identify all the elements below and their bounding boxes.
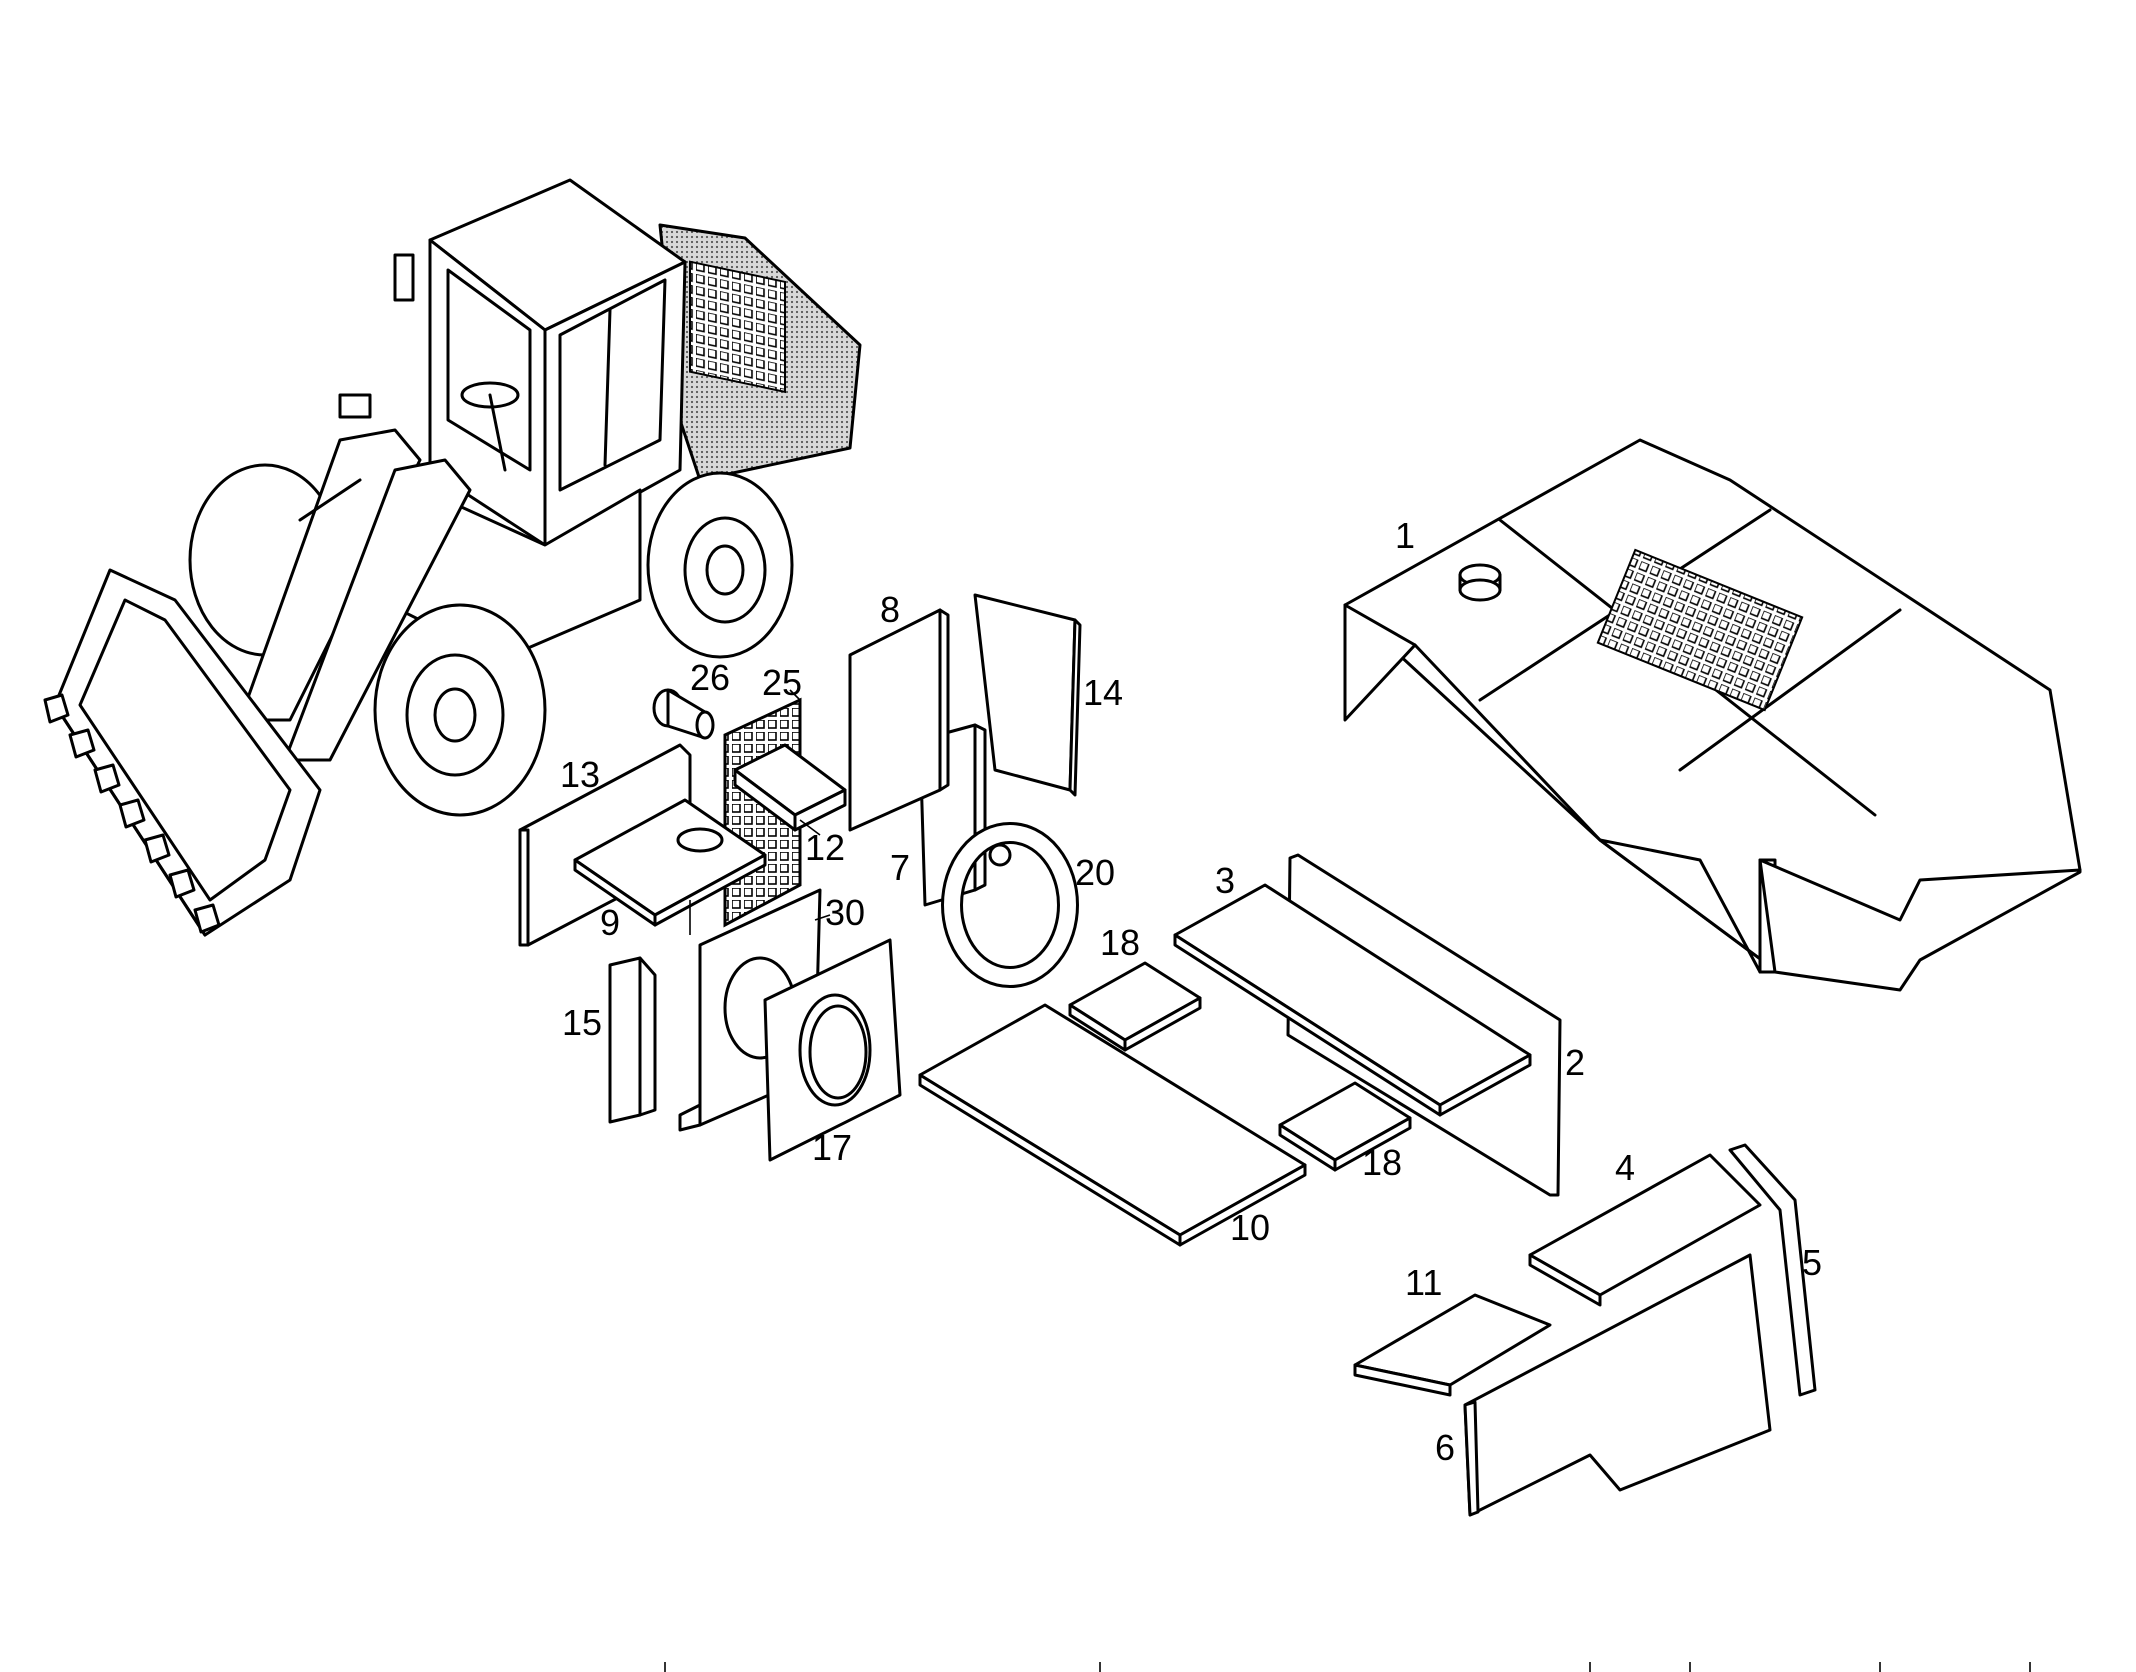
leader-lines xyxy=(689,689,831,935)
label-part-1: 1 xyxy=(1395,515,1415,556)
label-part-9: 9 xyxy=(600,902,620,943)
part-26-bolt xyxy=(652,688,715,740)
part-4-panel xyxy=(1528,1153,1762,1307)
label-part-20: 20 xyxy=(1075,852,1115,893)
part-17-panel xyxy=(763,938,902,1162)
label-part-8: 8 xyxy=(880,589,900,630)
label-part-3: 3 xyxy=(1215,860,1235,901)
label-part-14: 14 xyxy=(1083,672,1123,713)
part-15-strip xyxy=(608,956,657,1124)
label-part-26: 26 xyxy=(690,657,730,698)
label-part-11: 11 xyxy=(1405,1262,1442,1303)
label-part-10: 10 xyxy=(1230,1207,1270,1248)
part-6-panel xyxy=(1463,1253,1772,1517)
label-part-25: 25 xyxy=(762,662,802,703)
part-5-panel xyxy=(1728,1143,1817,1397)
part-11-panel xyxy=(1353,1293,1552,1397)
label-part-30: 30 xyxy=(825,892,865,933)
part-1-hood-panel xyxy=(1343,438,2082,992)
label-part-13: 13 xyxy=(560,754,600,795)
wheel-loader-illustration xyxy=(43,178,862,937)
part-labels: 1 2 3 4 5 6 7 8 9 10 11 12 13 14 15 17 1… xyxy=(560,515,1822,1468)
part-12-block xyxy=(733,743,847,832)
label-part-6: 6 xyxy=(1435,1427,1455,1468)
part-3-top-panel xyxy=(1173,883,1532,1117)
part-9-plate xyxy=(573,798,767,927)
scan-marks xyxy=(664,1662,2031,1672)
part-8-strip xyxy=(848,608,950,832)
label-part-18-b: 18 xyxy=(1362,1142,1402,1183)
label-part-4: 4 xyxy=(1615,1147,1635,1188)
label-part-7: 7 xyxy=(890,847,910,888)
part-18-pad-b xyxy=(1278,1081,1412,1172)
part-10-floor-panel xyxy=(918,1003,1307,1247)
label-part-15: 15 xyxy=(562,1002,602,1043)
label-part-2: 2 xyxy=(1565,1042,1585,1083)
part-20-hose xyxy=(941,822,1079,988)
label-part-12: 12 xyxy=(805,827,845,868)
part-14-panel xyxy=(973,593,1082,797)
part-18-pad-a xyxy=(1068,961,1202,1052)
label-part-18-a: 18 xyxy=(1100,922,1140,963)
label-part-17: 17 xyxy=(812,1127,852,1168)
label-part-5: 5 xyxy=(1802,1242,1822,1283)
